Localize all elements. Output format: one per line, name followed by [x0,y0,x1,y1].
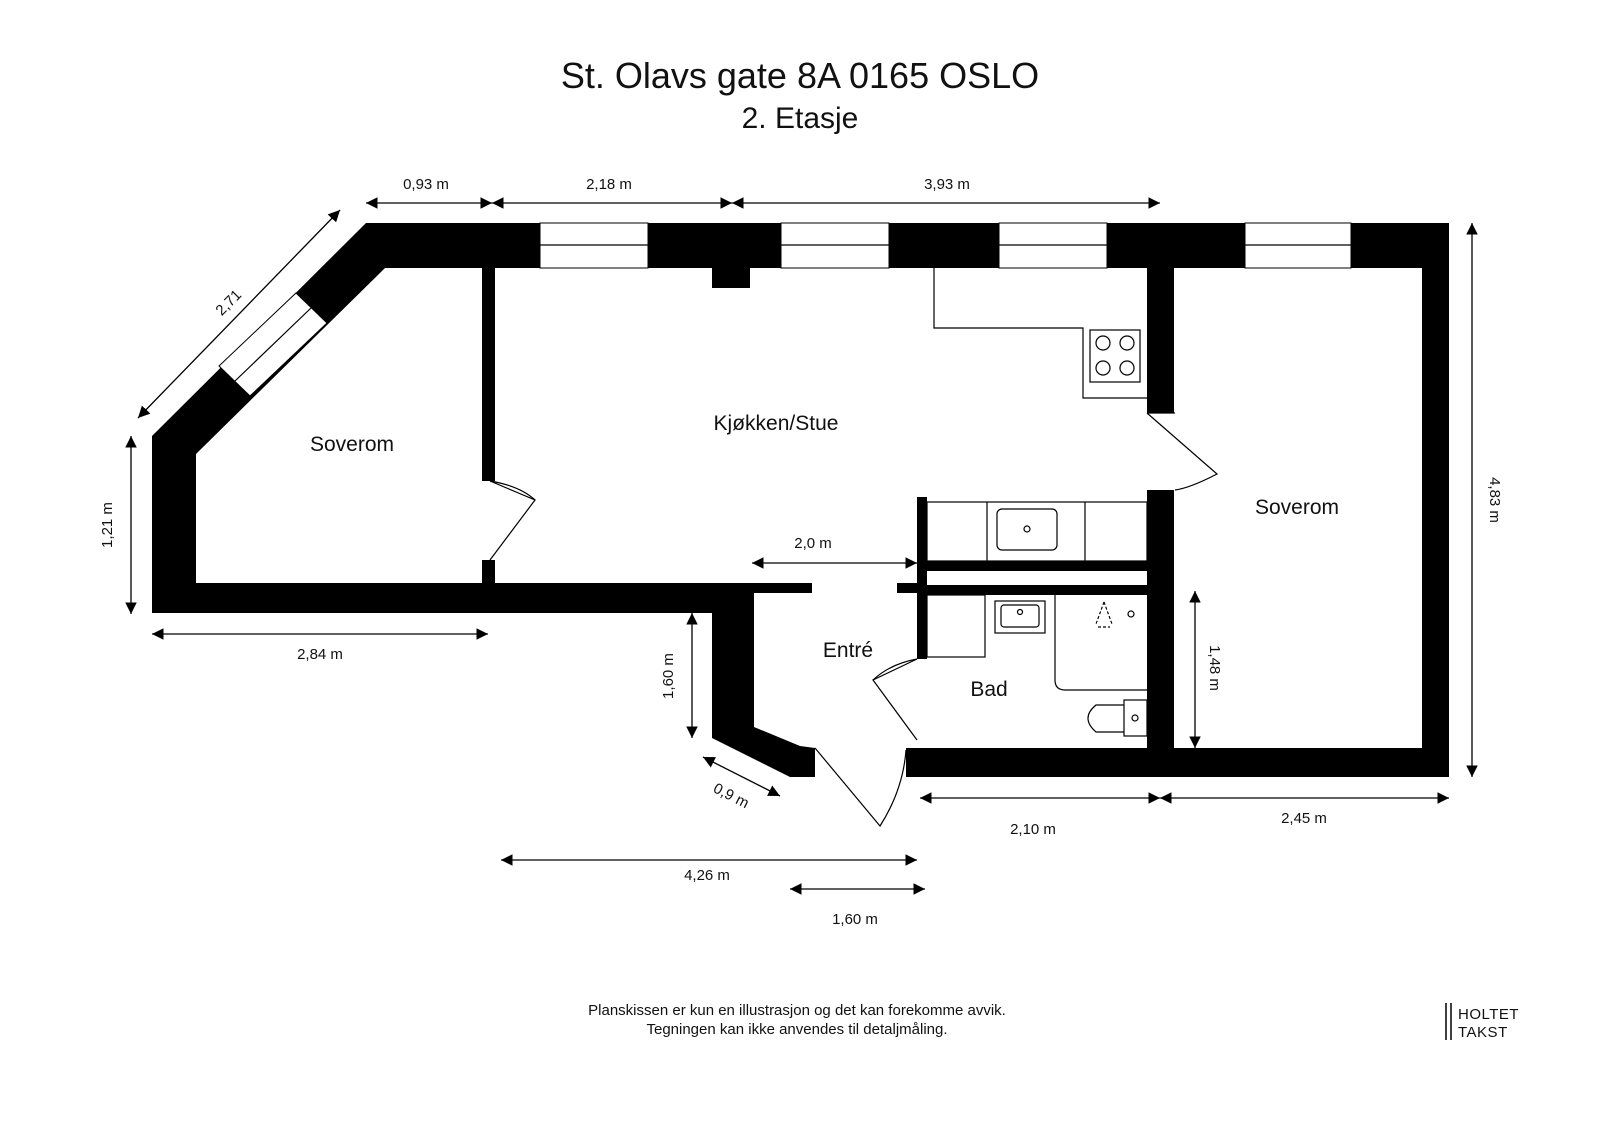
dim-diagonal-top-left: 2,71 [212,286,245,319]
dim-bedroom-inner-height: 1,48 m [1206,645,1223,691]
dim-entrance-height: 1,60 m [660,653,677,699]
disclaimer-line-1: Planskissen er kun en illustrasjon og de… [588,1002,1006,1019]
room-label-entrance: Entré [823,639,873,662]
dim-bottom-left: 2,84 m [297,646,343,663]
dim-bottom-bath: 2,10 m [1010,821,1056,838]
dim-inner-width: 2,0 m [794,535,832,552]
room-label-bedroom-left: Soverom [310,433,394,456]
bath-sink [994,600,1046,634]
logo-line-2: TAKST [1458,1024,1508,1041]
room-label-bathroom: Bad [970,678,1007,701]
plan-title: St. Olavs gate 8A 0165 OSLO [561,55,1039,96]
company-logo: HOLTET TAKST [1445,1003,1519,1041]
logo-line-1: HOLTET [1458,1006,1519,1023]
kitchen-sink [996,508,1058,551]
disclaimer-line-2: Tegningen kan ikke anvendes til detaljmå… [646,1021,947,1038]
doors [489,412,1219,828]
bathroom-fixtures [926,594,1148,737]
dim-top-1: 0,93 m [403,176,449,193]
dim-top-3: 3,93 m [924,176,970,193]
dim-top-2: 2,18 m [586,176,632,193]
dim-left-height: 1,21 m [99,502,116,548]
dim-bottom-entrance: 1,60 m [832,911,878,928]
plan-subtitle: 2. Etasje [742,102,859,135]
dim-bottom-bedroom: 2,45 m [1281,810,1327,827]
stove [1089,329,1141,383]
room-label-kitchen-living: Kjøkken/Stue [714,412,839,435]
toilet [1123,699,1148,737]
dim-entrance-diagonal: 0,9 m [710,780,751,812]
dimension-lines [125,197,1478,895]
room-label-bedroom-right: Soverom [1255,496,1339,519]
dim-bottom-total: 4,26 m [684,867,730,884]
dim-right-height: 4,83 m [1486,477,1503,523]
kitchen-fixtures [926,268,1148,562]
